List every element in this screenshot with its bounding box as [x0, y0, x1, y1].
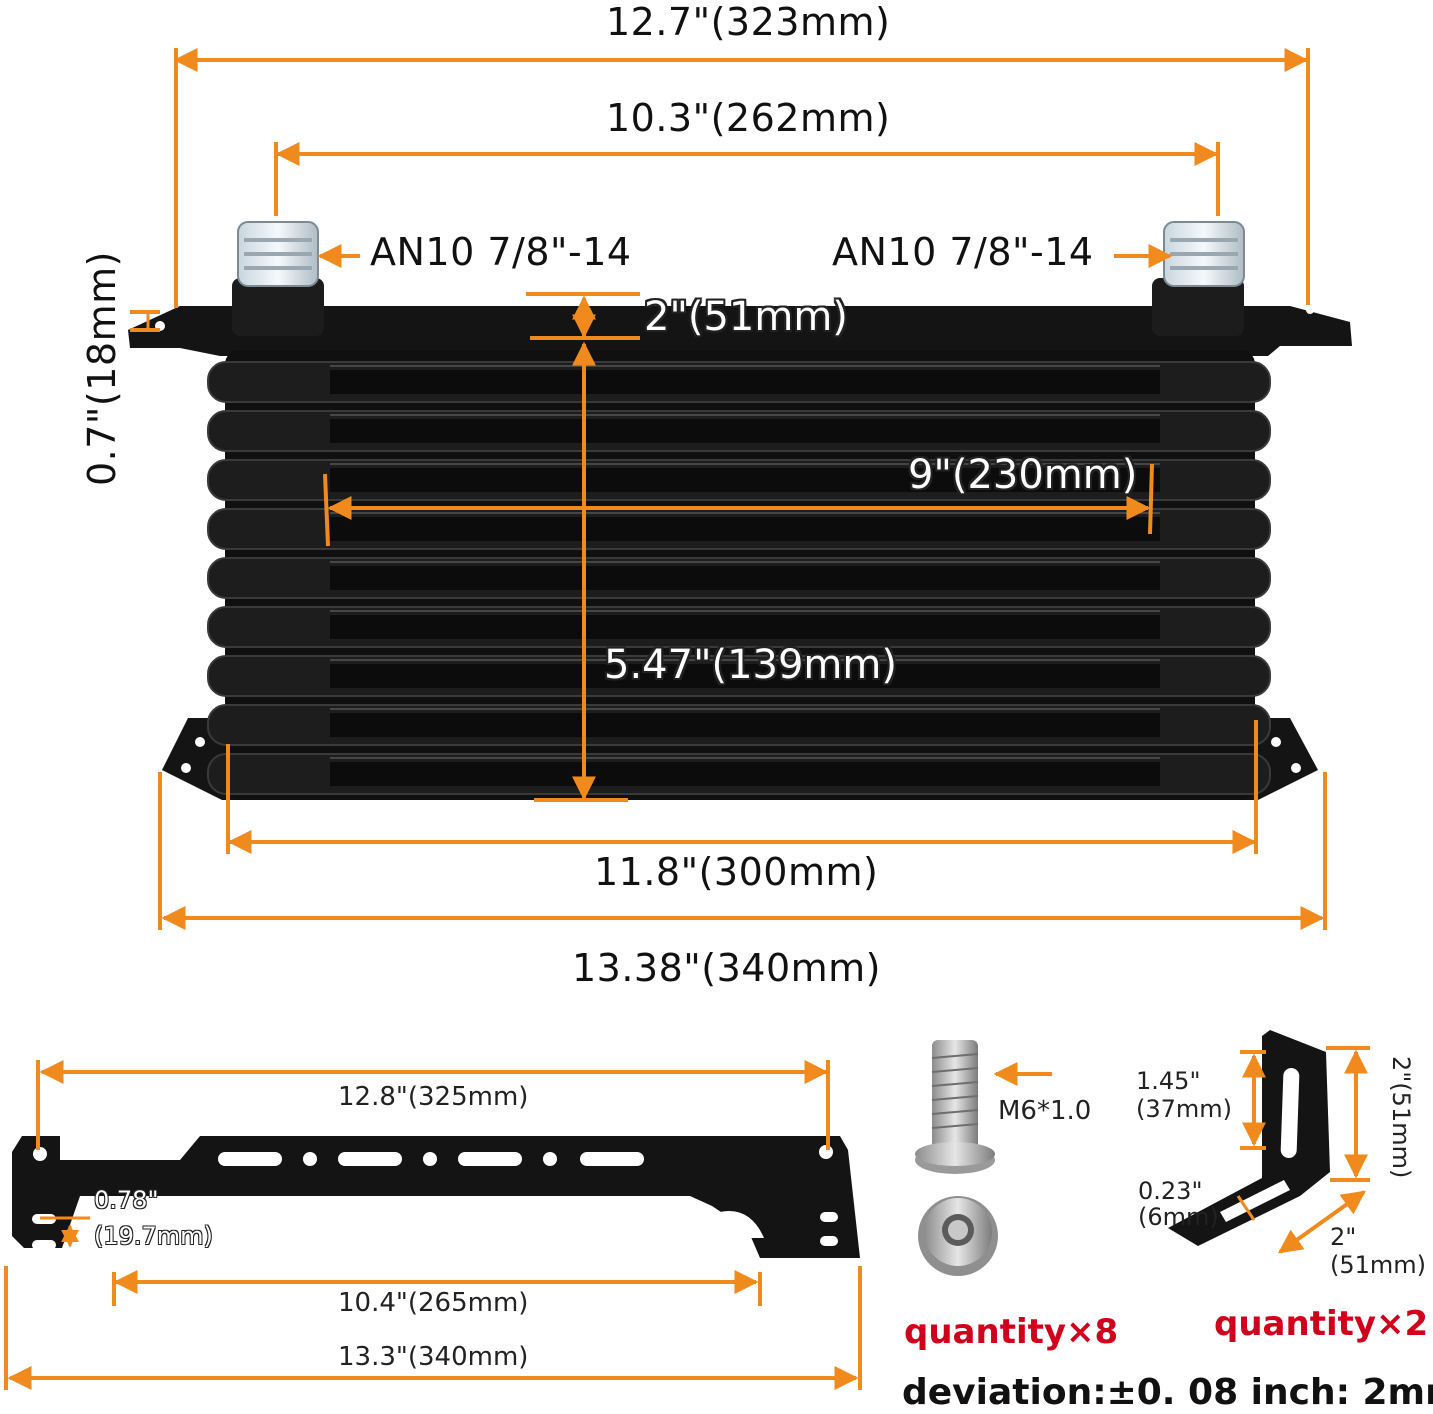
core-height-label: 5.47"(139mm)	[604, 642, 897, 688]
fitting-right	[1152, 221, 1245, 336]
cooler-fin	[330, 713, 1160, 737]
angle-height-label: 1.45"	[1136, 1067, 1201, 1095]
flange-height-label: 2"(51mm)	[644, 294, 848, 340]
cooler-fin	[330, 615, 1160, 639]
angle-thickness-metric-label: (6mm)	[1138, 1203, 1219, 1231]
angle-leg-label: 2"	[1330, 1223, 1357, 1251]
angle-quantity-label: quantity×2	[1214, 1304, 1429, 1344]
bracket-tab-label: 0.7"(18mm)	[80, 251, 124, 486]
fitting-right-label: AN10 7/8"-14	[832, 230, 1094, 274]
brand-logo: LR	[408, 1202, 439, 1227]
bracket-inner-span-label: 10.4"(265mm)	[338, 1288, 529, 1318]
bolt	[915, 1040, 995, 1174]
core-width-label: 9"(230mm)	[908, 452, 1138, 498]
angle-dimension-lines	[1236, 1046, 1370, 1254]
brand-name: LINESRACING	[372, 1229, 468, 1243]
cooler-fin	[330, 468, 1160, 492]
body-width-label: 11.8"(300mm)	[594, 850, 879, 894]
cooler-fin	[330, 517, 1160, 541]
nut	[918, 1196, 998, 1276]
fitting-left	[232, 221, 324, 336]
bolt-size-label: M6*1.0	[998, 1096, 1092, 1126]
bracket-slot-height-metric-label: (19.7mm)	[94, 1222, 213, 1250]
angle-height-metric-label: (37mm)	[1136, 1095, 1233, 1123]
bracket-slot-height-label: 0.78"	[94, 1186, 159, 1214]
angle-leg-metric-label: (51mm)	[1330, 1251, 1427, 1279]
bracket-dimension-lines	[4, 1060, 862, 1390]
port-spacing-label: 10.3"(262mm)	[606, 96, 891, 140]
main-dimension-lines	[130, 48, 1327, 930]
cooler-fin	[330, 664, 1160, 688]
overall-width-label: 12.7"(323mm)	[606, 0, 891, 44]
cooler-fin	[330, 419, 1160, 443]
cooler-rows	[207, 361, 1271, 795]
deviation-note: deviation:±0. 08 inch: 2mm	[902, 1372, 1433, 1413]
bolt-quantity-label: quantity×8	[904, 1312, 1119, 1352]
cooler-fin	[330, 370, 1160, 394]
cooler-fin	[330, 762, 1160, 786]
top-flange	[128, 306, 1352, 356]
bracket-hole-spacing-label: 12.8"(325mm)	[338, 1082, 529, 1112]
bracket-total-length-label: 13.3"(340mm)	[338, 1342, 529, 1372]
oil-cooler	[128, 221, 1352, 800]
angle-total-height-label: 2"(51mm)	[1387, 1056, 1415, 1179]
total-width-label: 13.38"(340mm)	[572, 946, 881, 990]
angle-thickness-label: 0.23"	[1138, 1177, 1203, 1205]
fitting-left-label: AN10 7/8"-14	[370, 230, 632, 274]
cooler-fin	[330, 566, 1160, 590]
